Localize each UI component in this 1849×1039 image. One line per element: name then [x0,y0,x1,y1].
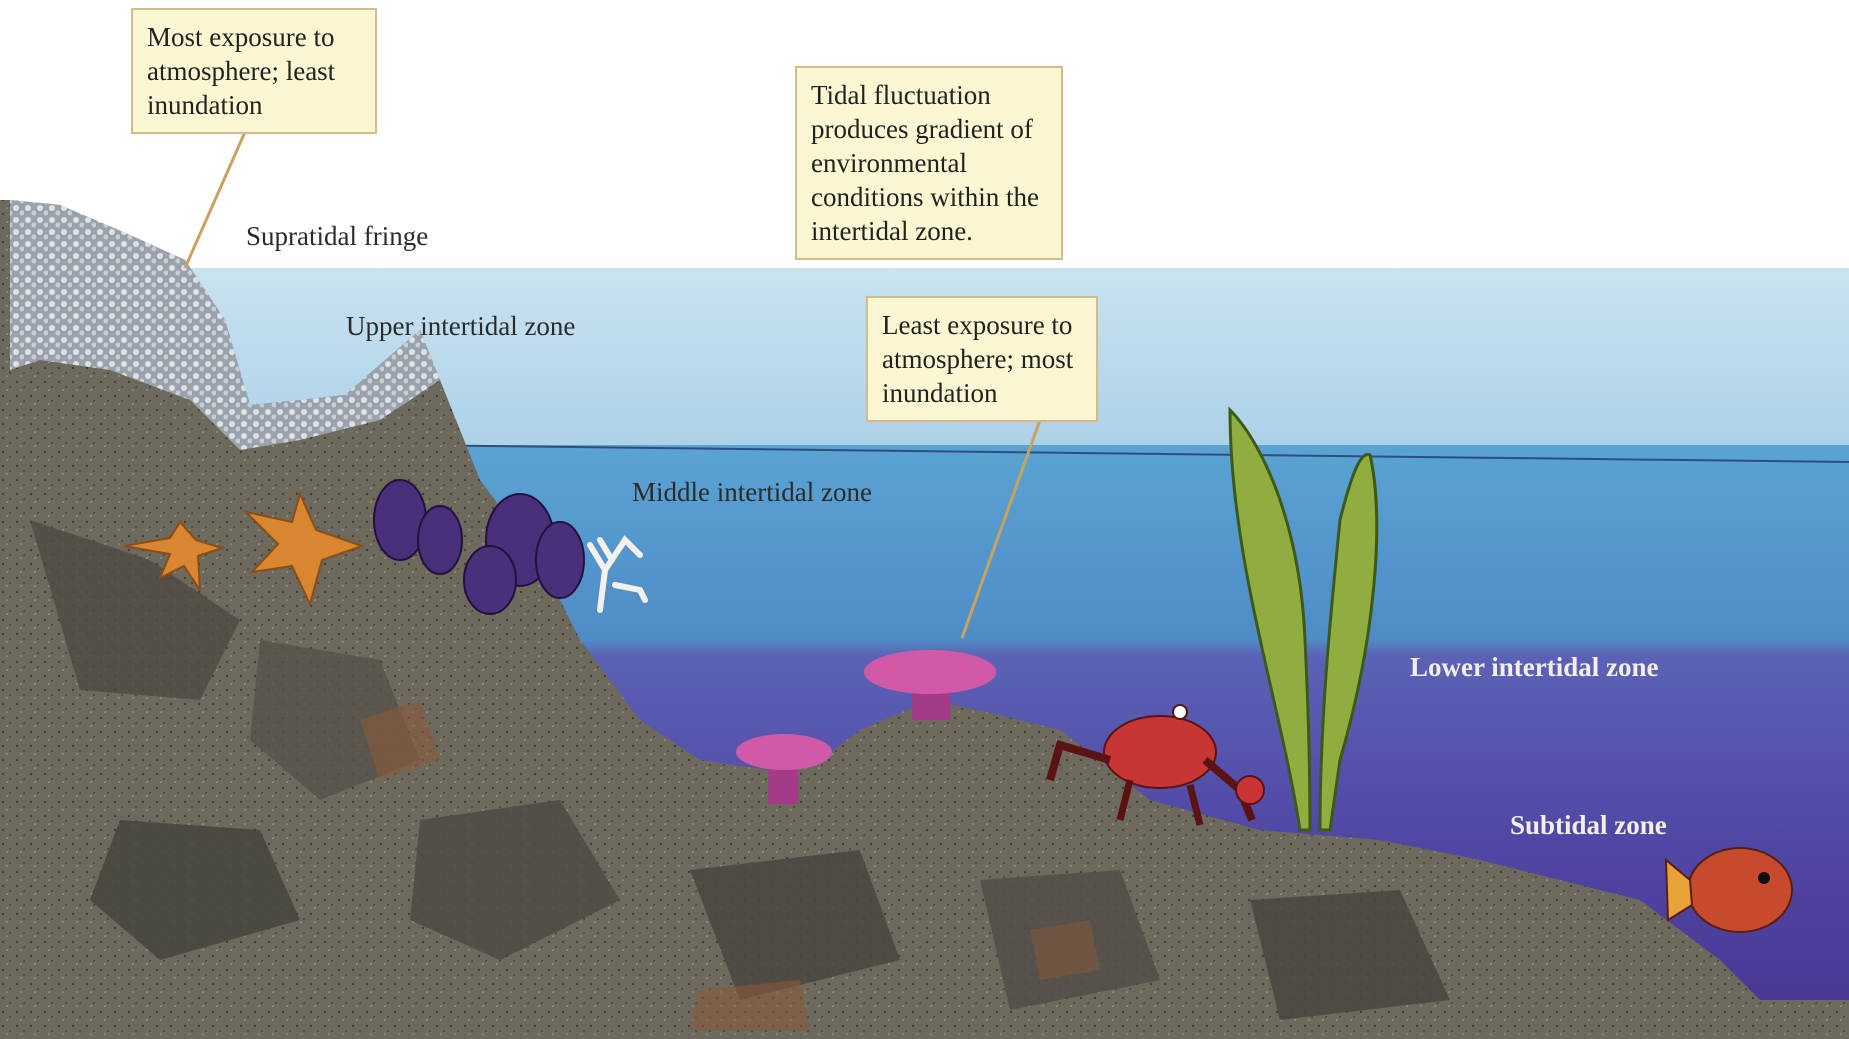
supratidal-fringe-label: Supratidal fringe [246,221,428,252]
supratidal-callout: Most exposure to atmosphere; least inund… [131,8,377,134]
middle-intertidal-label: Middle intertidal zone [632,477,872,508]
subtidal-label: Subtidal zone [1510,810,1667,841]
lower-exposure-callout: Least exposure to atmosphere; most inund… [866,296,1098,422]
upper-intertidal-label: Upper intertidal zone [346,311,575,342]
supratidal-pointer [185,132,245,268]
tidal-fluctuation-callout: Tidal fluctuation produces gradient of e… [795,66,1063,260]
lower-intertidal-label: Lower intertidal zone [1410,652,1658,683]
